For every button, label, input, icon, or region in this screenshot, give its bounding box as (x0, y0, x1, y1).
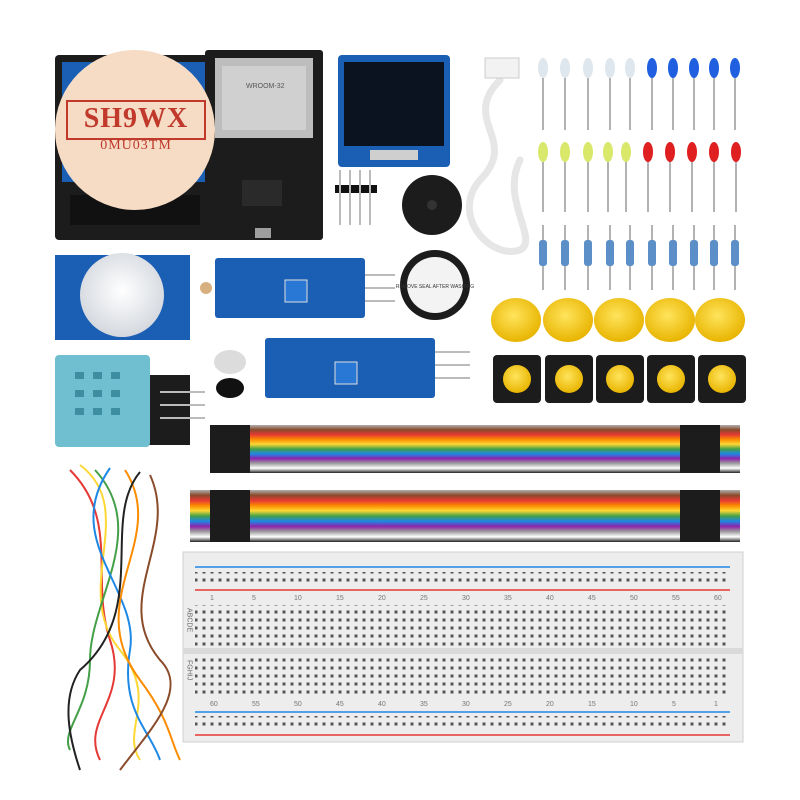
column-number: 5 (252, 595, 256, 602)
column-number: 25 (420, 595, 428, 602)
column-number: 60 (714, 595, 722, 602)
tactile-switches (493, 355, 746, 403)
column-number: 40 (546, 595, 554, 602)
passive-buzzer: REMOVE SEAL AFTER WASHING (396, 250, 474, 320)
column-number: 35 (420, 701, 428, 708)
pin-header (335, 170, 377, 225)
column-number: 50 (294, 701, 302, 708)
active-buzzer (402, 175, 462, 235)
column-number: 45 (588, 595, 596, 602)
column-number: 30 (462, 701, 470, 708)
esp32-board: WROOM-32 (205, 50, 323, 240)
pir-sensor (55, 253, 190, 340)
column-number: 15 (588, 701, 596, 708)
column-numbers-bottom: 60 55 50 45 40 35 30 25 20 15 10 5 1 (210, 701, 718, 708)
row-letters-top: ABCDE (186, 608, 193, 632)
watermark-badge (55, 50, 215, 210)
column-number: 60 (210, 701, 218, 708)
oled-display (338, 55, 450, 167)
watermark-subtitle: 0MU03TM (100, 138, 172, 153)
column-number: 1 (210, 595, 214, 602)
column-number: 55 (252, 701, 260, 708)
jumper-wire-bundle (67, 464, 181, 771)
column-number: 40 (378, 701, 386, 708)
led-row-top (538, 58, 740, 130)
watermark-title: SH9WX (83, 103, 189, 134)
column-number: 20 (546, 701, 554, 708)
ribbon-wire-bottom (190, 490, 740, 542)
dht11-sensor (55, 355, 205, 447)
usb-cable (465, 57, 530, 255)
ir-sensor-module (214, 338, 470, 398)
column-number: 25 (504, 701, 512, 708)
watermark-frame (66, 100, 206, 140)
light-sensor-module (200, 258, 395, 318)
column-number: 35 (504, 595, 512, 602)
esp32-chip-label: WROOM-32 (246, 83, 285, 90)
buzzer-sticker-text: REMOVE SEAL AFTER WASHING (396, 284, 474, 290)
led-row-middle (538, 142, 741, 212)
column-number: 15 (336, 595, 344, 602)
column-number: 10 (294, 595, 302, 602)
resistor-row (539, 225, 739, 290)
column-number: 5 (672, 701, 676, 708)
column-number: 55 (672, 595, 680, 602)
button-caps (491, 298, 745, 342)
ribbon-wire-top (210, 425, 740, 473)
column-number: 10 (630, 701, 638, 708)
column-number: 45 (336, 701, 344, 708)
column-number: 20 (378, 595, 386, 602)
column-number: 50 (630, 595, 638, 602)
column-number: 1 (714, 701, 718, 708)
column-number: 30 (462, 595, 470, 602)
row-letters-bottom: FGHIJ (186, 660, 193, 680)
